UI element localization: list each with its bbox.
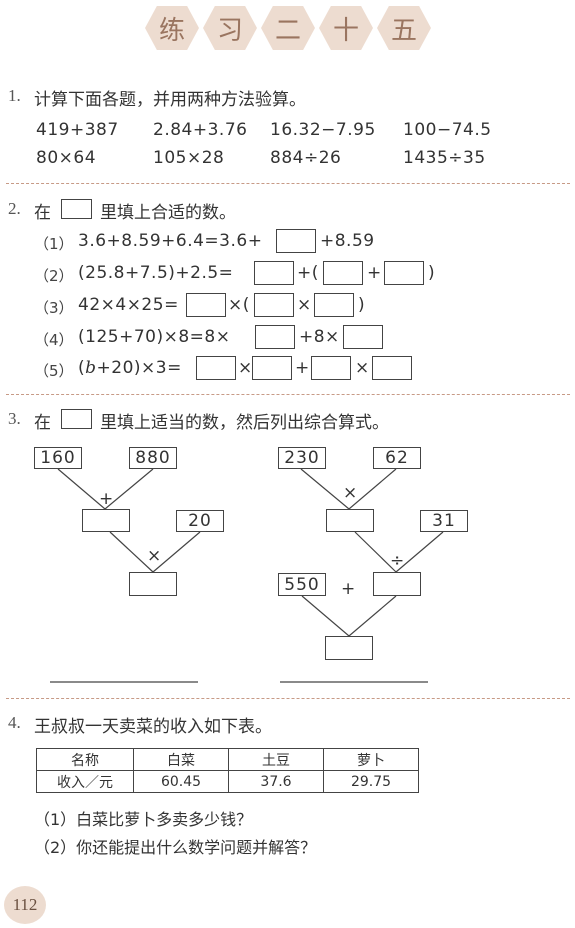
answer-box[interactable] (314, 293, 354, 317)
answer-box[interactable] (311, 356, 351, 380)
operator: × (343, 483, 358, 503)
table-cell: 60.45 (133, 770, 229, 793)
answer-box[interactable] (372, 356, 412, 380)
expression: 419+387 (36, 120, 119, 140)
answer-box[interactable] (254, 261, 294, 285)
table-cell: 名称 (36, 748, 134, 771)
table-cell: 白菜 (133, 748, 229, 771)
answer-box[interactable] (196, 356, 236, 380)
page-number: 112 (4, 886, 46, 924)
sub-question: （1）白菜比萝卜多卖多少钱？ (34, 810, 253, 829)
answer-box[interactable] (186, 293, 226, 317)
answer-box[interactable] (373, 572, 421, 596)
operator: ) (428, 263, 436, 283)
question-text: 里填上合适的数。 (100, 203, 236, 223)
expression: 2.84+3.76 (153, 120, 248, 140)
number-box: 550 (278, 573, 326, 596)
expression: (25.8+7.5)+2.5= (78, 263, 234, 283)
table-row: 收入／元 60.45 37.6 29.75 (36, 770, 419, 793)
divider (6, 698, 570, 699)
number-box: 160 (34, 447, 82, 469)
operator: × (147, 546, 162, 566)
expression: 100−74.5 (403, 120, 492, 140)
income-table: 名称 白菜 土豆 萝卜 收入／元 60.45 37.6 29.75 (36, 748, 419, 793)
expression: 42×4×25= (78, 295, 179, 315)
number-box: 62 (373, 447, 421, 469)
question-text: 里填上适当的数，然后列出综合算式。 (100, 413, 389, 433)
answer-box[interactable] (323, 261, 363, 285)
expression: +8.59 (320, 231, 375, 251)
table-cell: 土豆 (228, 748, 324, 771)
answer-box[interactable] (252, 356, 292, 380)
table-cell: 29.75 (323, 770, 419, 793)
question-text: 计算下面各题，并用两种方法验算。 (34, 90, 306, 110)
operator: ) (358, 295, 366, 315)
answer-box[interactable] (276, 229, 316, 253)
expression: (b+20)×3= (78, 358, 182, 378)
answer-box[interactable] (82, 509, 130, 532)
question-text: 在 (34, 413, 51, 433)
sample-box (61, 409, 92, 429)
number-box: 880 (129, 447, 177, 469)
divider (6, 183, 570, 184)
expression: (125+70)×8=8× (78, 327, 231, 347)
expression: 80×64 (36, 148, 97, 168)
table-cell: 萝卜 (323, 748, 419, 771)
sub-question: （2）你还能提出什么数学问题并解答？ (34, 838, 317, 857)
question-number: 3. (8, 409, 21, 428)
question-number: 2. (8, 199, 21, 218)
item-label: （3） (34, 299, 74, 317)
answer-box[interactable] (343, 325, 383, 349)
item-label: （5） (34, 362, 74, 380)
title-char: 二 (261, 6, 315, 50)
answer-box[interactable] (384, 261, 424, 285)
item-label: （1） (34, 235, 74, 253)
number-box: 31 (420, 510, 468, 532)
table-cell: 收入／元 (36, 770, 134, 793)
operator: + (341, 579, 356, 599)
question-number: 4. (8, 713, 21, 732)
operator: × (355, 358, 370, 378)
answer-box[interactable] (254, 293, 294, 317)
operator: × (238, 358, 253, 378)
operator: + (99, 489, 114, 509)
divider (6, 394, 570, 395)
table-header-row: 名称 白菜 土豆 萝卜 (36, 748, 419, 771)
operator: ×( (228, 295, 250, 315)
operator: + (295, 358, 310, 378)
answer-box[interactable] (255, 325, 295, 349)
number-box: 230 (278, 447, 326, 469)
sample-box (61, 199, 92, 219)
title-char: 练 (145, 6, 199, 50)
operator: +( (297, 263, 319, 283)
expression: 105×28 (153, 148, 225, 168)
operator: +8× (299, 327, 340, 347)
question-text: 在 (34, 203, 51, 223)
expression: 884÷26 (270, 148, 342, 168)
title-char: 十 (319, 6, 373, 50)
answer-box[interactable] (326, 509, 374, 532)
operator: × (297, 295, 312, 315)
answer-box[interactable] (325, 636, 373, 660)
question-text: 王叔叔一天卖菜的收入如下表。 (34, 717, 272, 737)
answer-box[interactable] (129, 572, 177, 596)
question-number: 1. (8, 86, 21, 105)
expression: 16.32−7.95 (270, 120, 376, 140)
item-label: （4） (34, 331, 74, 349)
operator: + (367, 263, 382, 283)
table-cell: 37.6 (228, 770, 324, 793)
expression: 3.6+8.59+6.4=3.6+ (78, 231, 263, 251)
title-char: 习 (203, 6, 257, 50)
number-box: 20 (176, 510, 224, 532)
operator: ÷ (390, 551, 405, 571)
expression: 1435÷35 (403, 148, 486, 168)
item-label: （2） (34, 267, 74, 285)
title-char: 五 (377, 6, 431, 50)
